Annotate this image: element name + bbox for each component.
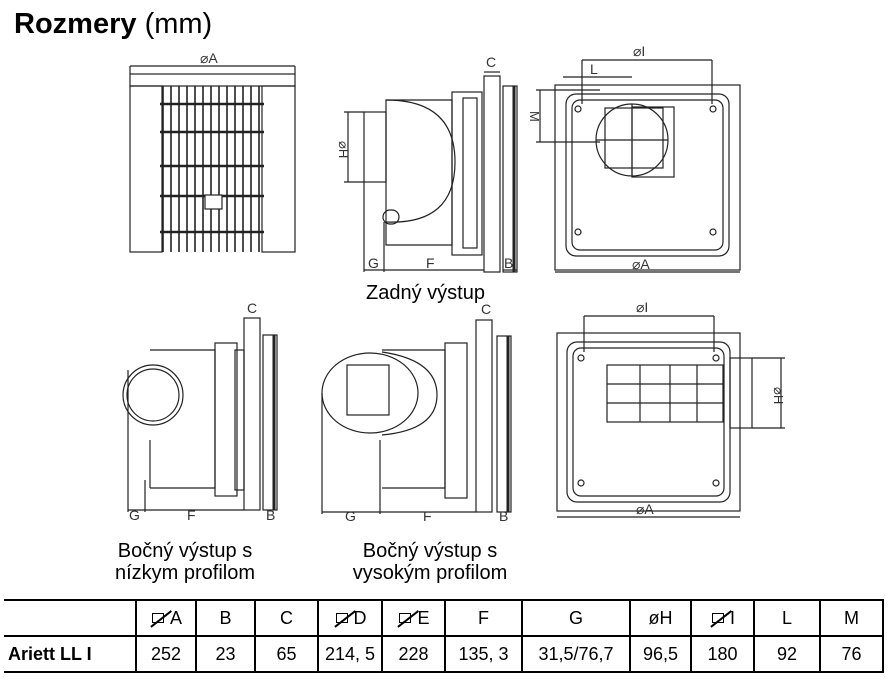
column-header: I: [690, 599, 755, 637]
column-header-label: A: [169, 607, 182, 628]
table-cell: 214, 5: [317, 635, 383, 673]
svg-text:L: L: [590, 61, 598, 77]
svg-text:⌀I: ⌀I: [636, 299, 648, 315]
model-name: Ariett LL I: [4, 635, 137, 673]
column-header: A: [135, 599, 197, 637]
column-header: F: [444, 599, 523, 637]
svg-text:C: C: [247, 300, 257, 316]
svg-text:C: C: [481, 301, 491, 317]
caption-side-high: Bočný výstup s vysokým profilom: [335, 540, 525, 584]
svg-text:F: F: [423, 508, 432, 524]
diameter-icon: [710, 609, 732, 627]
table-cell: 23: [195, 635, 256, 673]
column-header: B: [195, 599, 256, 637]
column-header-label: L: [781, 607, 792, 628]
svg-text:⌀H: ⌀H: [336, 141, 351, 158]
column-header-label: D: [353, 607, 367, 628]
table-cell: 180: [690, 635, 755, 673]
svg-text:B: B: [266, 507, 275, 523]
column-header: L: [753, 599, 821, 637]
column-header-label: C: [280, 607, 293, 628]
column-header: [4, 599, 137, 637]
column-header: øH: [629, 599, 692, 637]
svg-text:F: F: [426, 255, 435, 271]
diameter-icon: [150, 609, 172, 627]
svg-text:F: F: [187, 507, 196, 523]
title-main: Rozmery: [14, 8, 137, 40]
column-header-label: øH: [648, 607, 673, 628]
caption-side-high-line1: Bočný výstup s: [362, 540, 498, 562]
column-header-label: I: [729, 607, 735, 628]
svg-text:G: G: [129, 507, 140, 523]
caption-side-high-line2: vysokým profilom: [352, 562, 508, 584]
svg-text:B: B: [504, 255, 513, 271]
svg-text:B: B: [499, 508, 508, 524]
title-unit: (mm): [144, 8, 213, 40]
column-header-label: B: [219, 607, 232, 628]
column-header: D: [317, 599, 383, 637]
table-cell: 31,5/76,7: [521, 635, 631, 673]
svg-text:⌀A: ⌀A: [636, 501, 654, 517]
side-high-drawing: C G F B: [321, 301, 512, 524]
table-cell: 96,5: [629, 635, 692, 673]
column-header: C: [254, 599, 319, 637]
rear-top-view-drawing: ⌀I L M ⌀A: [527, 43, 741, 273]
side-low-drawing: C G F B: [122, 300, 278, 523]
svg-text:G: G: [345, 508, 356, 524]
dimension-drawings: ⌀A C ⌀H G F B ⌀I: [122, 43, 786, 524]
column-header-label: E: [417, 607, 430, 628]
column-header: M: [819, 599, 884, 637]
rear-outlet-drawing: C ⌀H G F B: [336, 54, 518, 273]
front-view-drawing: ⌀A: [129, 50, 296, 253]
table-cell: 135, 3: [444, 635, 523, 673]
table-cell: 228: [381, 635, 446, 673]
caption-side-low: Bočný výstup s nízkym profilom: [100, 540, 270, 584]
diameter-icon: [333, 609, 356, 627]
diameter-icon: [397, 609, 420, 627]
page-title: Rozmery (mm): [14, 8, 212, 41]
svg-text:G: G: [368, 255, 379, 271]
column-header: E: [381, 599, 446, 637]
column-header-label: M: [844, 607, 859, 628]
table-cell: 65: [254, 635, 319, 673]
side-top-view-drawing: ⌀I ⌀H ⌀A: [556, 299, 786, 518]
caption-side-low-line2: nízkym profilom: [114, 562, 256, 584]
svg-text:⌀A: ⌀A: [632, 256, 650, 272]
dim-label-A-front: ⌀A: [200, 50, 218, 66]
svg-text:C: C: [486, 54, 496, 70]
table-cell: 76: [819, 635, 884, 673]
column-header: G: [521, 599, 631, 637]
caption-side-low-line1: Bočný výstup s: [117, 540, 253, 562]
caption-rear-outlet: Zadný výstup: [366, 282, 485, 304]
svg-text:⌀I: ⌀I: [633, 43, 645, 59]
svg-text:⌀H: ⌀H: [771, 387, 786, 404]
svg-text:M: M: [527, 111, 542, 122]
table-cell: 92: [753, 635, 821, 673]
column-header-label: F: [478, 607, 489, 628]
column-header-label: G: [568, 607, 583, 628]
table-cell: 252: [135, 635, 197, 673]
